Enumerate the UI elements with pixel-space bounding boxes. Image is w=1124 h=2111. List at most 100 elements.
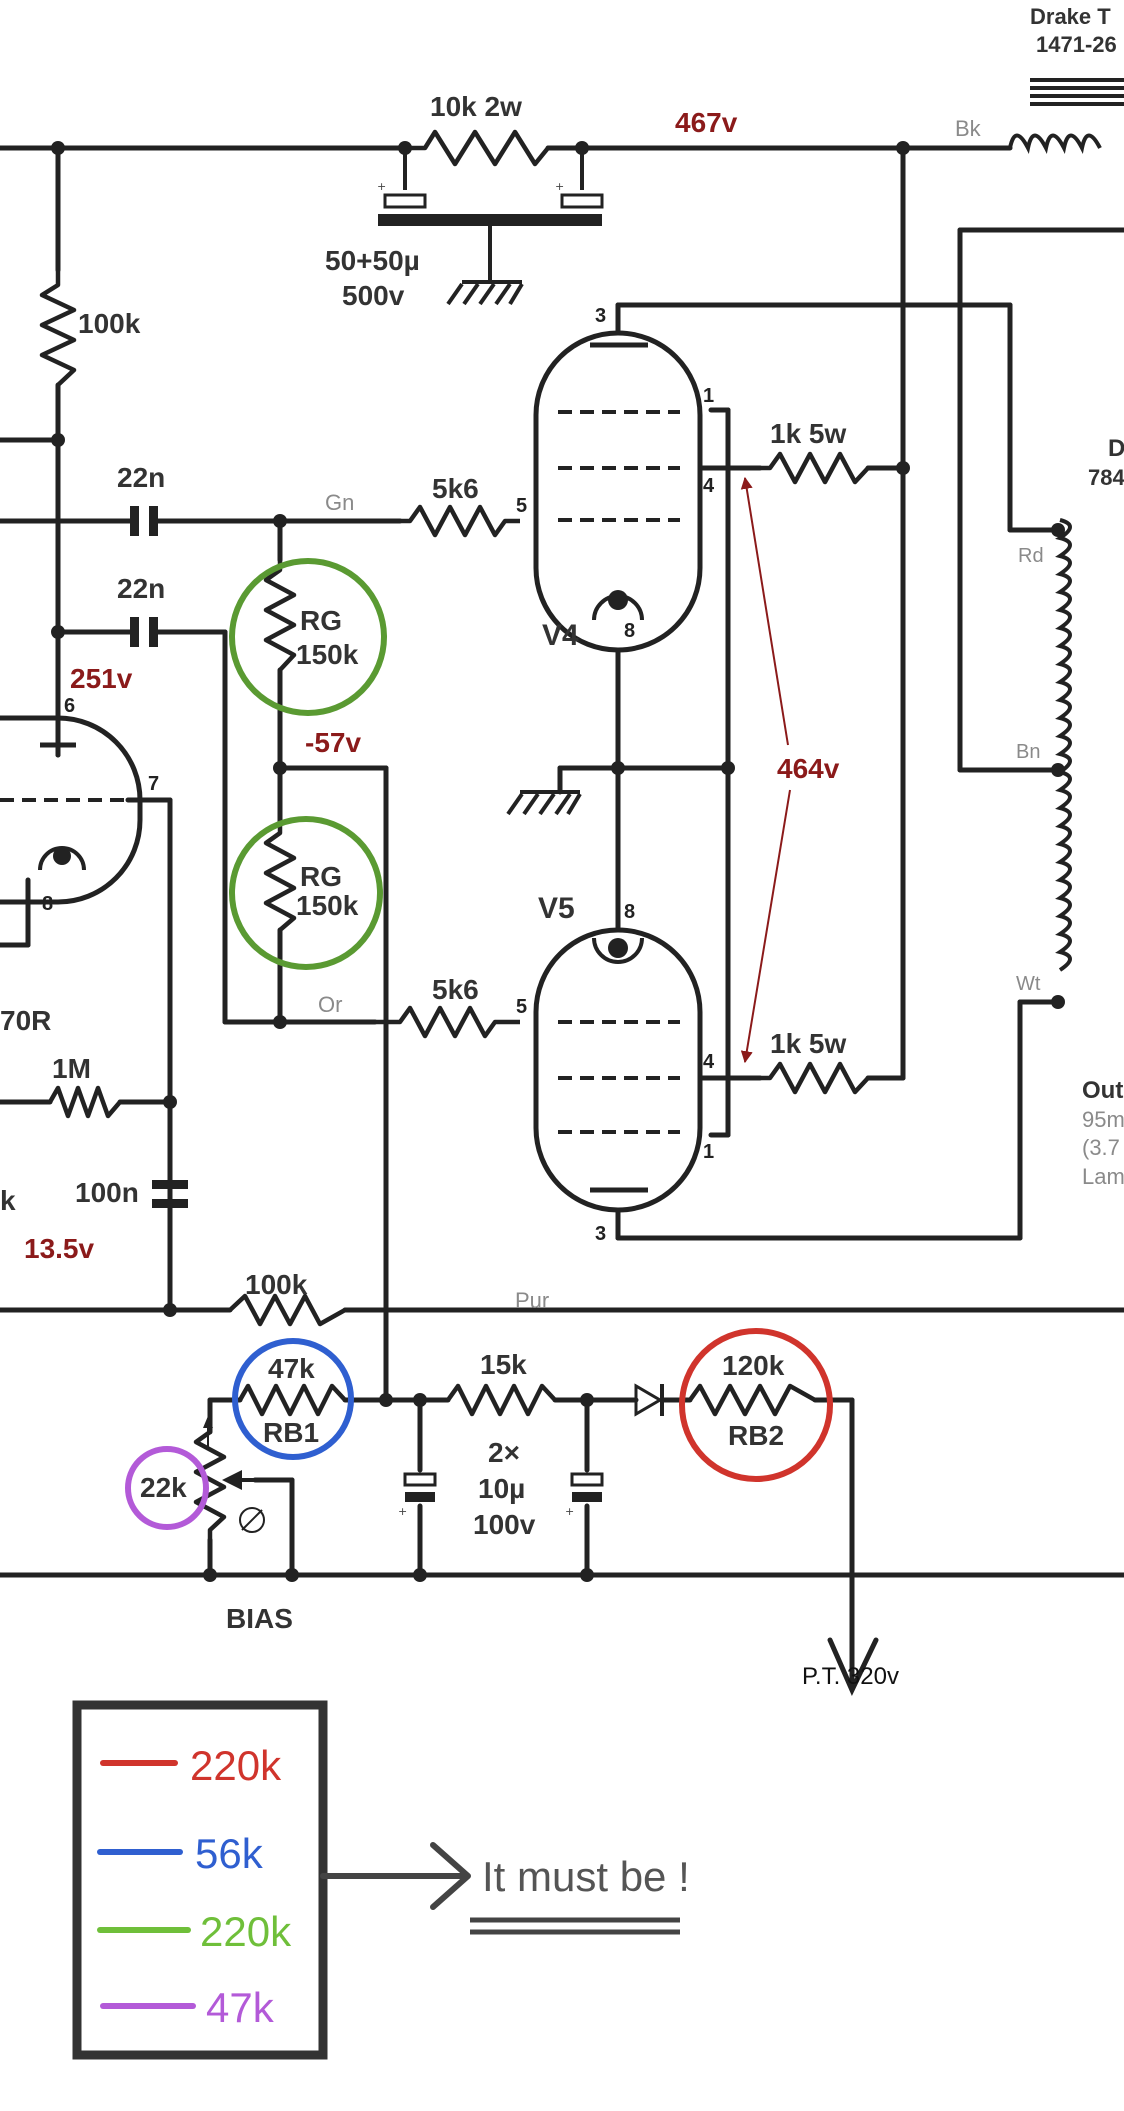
legend-value-red: 220k xyxy=(190,1742,282,1789)
svg-text:8: 8 xyxy=(624,620,635,642)
cap-bias-1 xyxy=(403,1472,437,1487)
annotation-circles xyxy=(125,558,833,1530)
label-5k6-bot: 5k6 xyxy=(432,974,479,1005)
label-neg57v: -57v xyxy=(305,727,361,758)
label-10k-2w: 10k 2w xyxy=(430,91,522,122)
component-labels: Drake T 1471-26 10k 2w 467v Bk 50+50µ 50… xyxy=(0,4,1124,1690)
diode xyxy=(634,1383,664,1417)
wires xyxy=(0,145,1124,1643)
label-caps-2x: 2× xyxy=(488,1437,520,1468)
label-out-1: Out xyxy=(1082,1077,1123,1104)
resistor-100k xyxy=(39,270,77,387)
label-1m: 1M xyxy=(52,1053,91,1084)
resistor-1k5w-top xyxy=(760,451,870,485)
resistor-rb2 xyxy=(688,1383,817,1417)
label-v4: V4 xyxy=(542,619,579,652)
label-100n: 100n xyxy=(75,1177,139,1208)
rb1-annotation-circle xyxy=(232,1338,354,1460)
resistor-rg1 xyxy=(263,560,297,672)
label-rg1-value: 150k xyxy=(296,639,359,670)
label-out-4: Lam xyxy=(1082,1164,1124,1189)
rg2-annotation-circle xyxy=(229,816,383,970)
label-100k-bot: 100k xyxy=(245,1269,308,1300)
cap-50-50 xyxy=(378,214,602,226)
resistor-rg2 xyxy=(263,823,297,932)
svg-text:1: 1 xyxy=(703,1141,714,1163)
label-100k: 100k xyxy=(78,308,141,339)
label-caps-10u: 10µ xyxy=(478,1473,525,1504)
label-1k5w-bot: 1k 5w xyxy=(770,1028,846,1059)
pt-arrow xyxy=(827,1572,879,1696)
label-rb1-value: 47k xyxy=(268,1353,315,1384)
label-cap-50: 50+50µ xyxy=(325,245,420,276)
legend-arrow xyxy=(320,1842,471,1910)
resistor-1m xyxy=(48,1085,122,1119)
svg-text:6: 6 xyxy=(64,695,75,717)
label-cap-500v: 500v xyxy=(342,280,405,311)
label-rg2-value: 150k xyxy=(296,890,359,921)
label-rb1: RB1 xyxy=(263,1417,319,1448)
rb2-annotation-circle xyxy=(679,1328,833,1482)
pot-wiper xyxy=(203,1416,265,1533)
label-rd: Rd xyxy=(1018,545,1044,567)
label-wt: Wt xyxy=(1016,973,1041,995)
transformer-title: Drake T xyxy=(1030,4,1111,29)
svg-text:8: 8 xyxy=(42,893,53,915)
tube-v5 xyxy=(533,927,703,1213)
label-22n-top: 22n xyxy=(117,462,165,493)
label-rb2-value: 120k xyxy=(722,1350,785,1381)
svg-text:8: 8 xyxy=(624,901,635,923)
label-pt-320v: P.T. 320v xyxy=(802,1663,899,1690)
label-15k: 15k xyxy=(480,1349,527,1380)
svg-text:+: + xyxy=(555,180,564,193)
cap-22n-bot xyxy=(130,617,139,647)
resistor-10k-2w xyxy=(405,129,582,167)
label-467v: 467v xyxy=(675,107,738,138)
pot-22k xyxy=(193,1430,227,1540)
svg-text:3: 3 xyxy=(595,305,606,327)
svg-text:4: 4 xyxy=(703,475,715,497)
label-gn: Gn xyxy=(325,490,354,515)
resistor-5k6-top xyxy=(400,504,520,538)
label-rb2: RB2 xyxy=(728,1420,784,1451)
transformer-part: 1471-26 xyxy=(1036,32,1117,57)
svg-text:1: 1 xyxy=(703,385,714,407)
cap-plus-marks: ++ ++ xyxy=(377,180,574,1518)
label-k-fragment: k xyxy=(0,1185,16,1216)
label-1k5w-top: 1k 5w xyxy=(770,418,846,449)
legend: 220k 56k 220k 47k xyxy=(72,1700,328,2060)
svg-text:5: 5 xyxy=(516,996,527,1018)
label-out-2: 95m xyxy=(1082,1107,1124,1132)
label-out-3: (3.7 xyxy=(1082,1135,1120,1160)
capacitors xyxy=(130,148,604,1502)
label-pur: Pur xyxy=(515,1288,549,1313)
label-ot-784: 784 xyxy=(1088,465,1124,490)
tube-preamp xyxy=(0,715,143,905)
resistor-5k6-bot xyxy=(375,1005,520,1039)
label-v5: V5 xyxy=(538,892,575,925)
label-bn: Bn xyxy=(1016,741,1040,763)
cap-bias-2 xyxy=(570,1472,604,1487)
label-rg2: RG xyxy=(300,861,342,892)
svg-text:5: 5 xyxy=(516,495,527,517)
ground-symbols xyxy=(446,280,582,816)
resistor-rb1 xyxy=(238,1383,347,1417)
cap-22n-top xyxy=(130,506,139,536)
resistor-100k-bot xyxy=(228,1293,347,1327)
label-pot-22k: 22k xyxy=(140,1472,187,1503)
label-464v: 464v xyxy=(777,753,840,784)
svg-text:4: 4 xyxy=(703,1051,715,1073)
resistor-1k5w-bot xyxy=(760,1061,870,1095)
label-rg1: RG xyxy=(300,605,342,636)
pot-annotation-circle xyxy=(125,1446,209,1530)
svg-text:+: + xyxy=(398,1505,407,1518)
legend-value-green: 220k xyxy=(200,1908,292,1955)
label-251v: 251v xyxy=(70,663,133,694)
svg-text:+: + xyxy=(565,1505,574,1518)
cap-100n xyxy=(152,1180,188,1189)
legend-note: It must be ! xyxy=(482,1853,690,1900)
label-bias: BIAS xyxy=(226,1603,293,1634)
resistors xyxy=(39,129,870,1540)
label-5k6-top: 5k6 xyxy=(432,473,479,504)
